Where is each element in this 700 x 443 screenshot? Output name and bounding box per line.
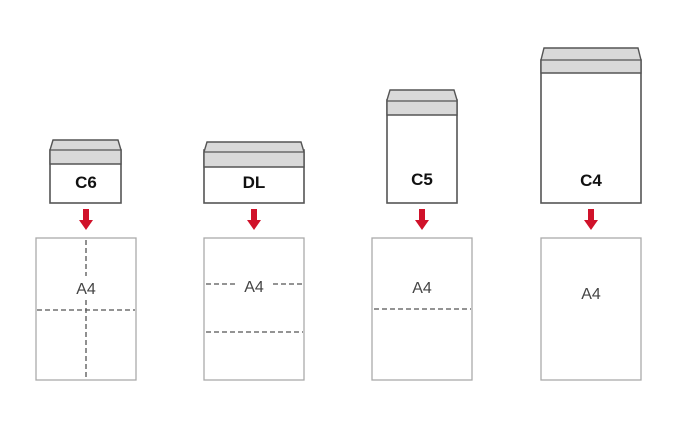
envelope-label: C4: [580, 171, 602, 190]
sheet-label: A4: [76, 281, 96, 298]
arrow-down-icon: [415, 209, 429, 230]
arrow-down-icon: [247, 209, 261, 230]
envelope-c5: [386, 99, 458, 204]
group-c6: C6 A4: [35, 139, 137, 381]
arrow-down-icon: [584, 209, 598, 230]
envelope-label: C5: [411, 170, 433, 189]
a4-sheet: [540, 237, 642, 381]
envelope-c4: [540, 59, 642, 204]
sheet-label: A4: [412, 280, 432, 297]
a4-sheet: [203, 237, 305, 381]
group-c4: C4 A4: [540, 47, 642, 381]
group-dl: DL A4: [203, 141, 305, 381]
envelope-label: DL: [243, 173, 266, 192]
envelope-flap: [386, 89, 458, 116]
group-c5: C5 A4: [371, 89, 473, 381]
envelope-label: C6: [75, 173, 97, 192]
arrow-down-icon: [79, 209, 93, 230]
sheet-label: A4: [581, 286, 601, 303]
sheet-label: A4: [244, 279, 264, 296]
envelope-flap: [49, 139, 122, 165]
envelope-flap: [203, 141, 305, 168]
